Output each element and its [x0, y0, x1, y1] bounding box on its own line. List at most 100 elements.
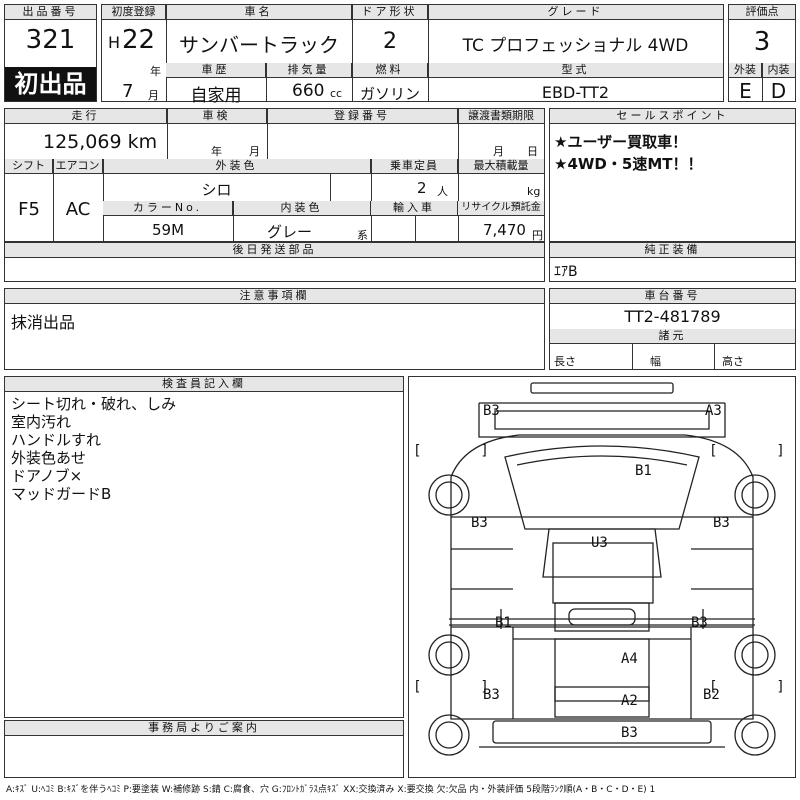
grade-label: グレード — [428, 5, 723, 20]
transfer-day-unit: 日 — [527, 145, 538, 158]
later-parts-label: 後日発送部品 — [5, 243, 544, 258]
sales-point-label: セールスポイント — [550, 109, 795, 124]
damage-tailgate: A2 — [621, 693, 638, 709]
spec-label: 諸元 — [550, 329, 795, 344]
reg-year-unit: 年 — [150, 65, 161, 78]
ext-grade: E — [739, 79, 752, 103]
notes-label: 注意事項欄 — [5, 289, 544, 304]
inspection-label: 車検 — [167, 109, 267, 124]
capacity-label: 乗車定員 — [371, 159, 458, 174]
bracket-left-top: [ ] — [413, 443, 489, 459]
office-label: 事務局よりご案内 — [5, 721, 403, 736]
color-value: シロ — [201, 181, 232, 199]
model-value: EBD-TT2 — [541, 83, 610, 102]
interior-color-label: 内装色 — [233, 201, 371, 216]
transfer-label: 譲渡書類期限 — [458, 109, 544, 124]
length-label: 長さ — [554, 355, 576, 368]
bracket-right-top: [ ] — [709, 443, 785, 459]
damage-right-bed: B3 — [691, 615, 708, 631]
history-value: 自家用 — [190, 86, 242, 106]
int-label: 内装 — [762, 63, 795, 78]
chassis-label: 車台番号 — [550, 289, 795, 304]
interior-color-unit: 系 — [357, 229, 368, 242]
sales-point-1: ★ユーザー買取車！ — [554, 133, 688, 151]
import-label: 輸入車 — [371, 201, 458, 216]
door-label: ドア形状 — [352, 5, 428, 20]
detail-box: 走行 車検 登録番号 譲渡書類期限 125,069 km 年 月 月 日 シフト… — [4, 108, 545, 242]
displacement-value: 660 — [292, 81, 325, 101]
transfer-month-unit: 月 — [493, 145, 504, 158]
inspector-box: 検査員記入欄 シート切れ・破れ、しみ 室内汚れ ハンドルすれ 外装色あせ ドアノ… — [4, 376, 404, 718]
colorno-label: カラーNo. — [103, 201, 233, 216]
fuel-label: 燃料 — [352, 63, 428, 78]
lot-box: 出品番号 321 初出品 — [4, 4, 97, 102]
score-value: 3 — [753, 27, 771, 57]
damage-left-bed: B1 — [495, 615, 512, 631]
bracket-left-bottom: [ ] — [413, 679, 489, 695]
inspector-line: ハンドルすれ — [11, 431, 102, 449]
reg-era: H — [108, 33, 121, 52]
ac-value: AC — [65, 199, 91, 220]
regno-label: 登録番号 — [267, 109, 458, 124]
notes-box: 注意事項欄 抹消出品 — [4, 288, 545, 370]
lot-label: 出品番号 — [5, 5, 96, 20]
capacity-value: 2 — [417, 179, 427, 197]
inspector-label: 検査員記入欄 — [5, 377, 403, 392]
damage-windshield: B1 — [635, 463, 652, 479]
truck-outline-diagram — [428, 382, 776, 756]
damage-bed-floor: A4 — [621, 651, 638, 667]
office-box: 事務局よりご案内 — [4, 720, 404, 778]
sales-point-box: セールスポイント ★ユーザー買取車！ ★4WD・5速MT！！ — [549, 108, 796, 242]
damage-rear-left: B3 — [483, 687, 500, 703]
damage-diagram: B3 A3 [ ] [ ] B1 B3 B3 U3 B1 B3 A4 [ ] [… — [408, 376, 796, 778]
fuel-value: ガソリン — [359, 85, 420, 103]
bracket-right-bottom: [ ] — [709, 679, 785, 695]
load-unit: kg — [527, 185, 541, 198]
damage-roof: U3 — [591, 535, 608, 551]
inspection-year-unit: 年 — [211, 145, 222, 158]
door-value: 2 — [383, 29, 397, 54]
damage-rear-bumper: B3 — [621, 725, 638, 741]
disp-label: 排気量 — [266, 63, 352, 78]
height-label: 高さ — [722, 355, 744, 368]
equipment-label: 純正装備 — [550, 243, 795, 258]
reg-label: 初度登録 — [102, 5, 166, 20]
inspector-line: ドアノブ× — [11, 467, 83, 485]
recycle-value: 7,470 — [483, 221, 526, 239]
mileage-value: 125,069 km — [43, 131, 158, 153]
interior-color-value: グレー — [267, 223, 313, 241]
damage-front-left: B3 — [483, 403, 500, 419]
chassis-value: TT2-481789 — [624, 307, 721, 326]
car-name: サンバートラック — [179, 33, 339, 57]
shift-value: F5 — [18, 199, 40, 220]
name-label: 車名 — [166, 5, 352, 20]
int-grade: D — [770, 79, 787, 103]
reg-month: 7 — [122, 81, 134, 102]
sales-point-2: ★4WD・5速MT！！ — [554, 155, 703, 173]
score-box: 評価点 3 外装 内装 E D — [728, 4, 796, 103]
damage-rear-right: B2 — [703, 687, 720, 703]
spec-header-box: 初度登録 車名 ドア形状 グレード H 22 年 サンバートラック 2 TC プ… — [101, 4, 724, 106]
load-label: 最大積載量 — [458, 159, 544, 174]
lot-number: 321 — [25, 25, 76, 55]
later-parts-box: 後日発送部品 — [4, 242, 545, 282]
inspector-line: シート切れ・破れ、しみ — [11, 395, 177, 413]
colorno-value: 59M — [151, 221, 185, 239]
score-label: 評価点 — [729, 5, 795, 20]
shift-label: シフト — [5, 159, 53, 174]
mileage-label: 走行 — [5, 109, 167, 124]
ac-label: エアコン — [53, 159, 103, 174]
inspector-line: 室内汚れ — [11, 413, 72, 431]
reg-year: 22 — [122, 25, 156, 55]
ext-label: 外装 — [729, 63, 762, 78]
equipment-value: ｴｱB — [554, 264, 578, 280]
displacement-unit: cc — [330, 87, 343, 100]
chassis-box: 車台番号 TT2-481789 諸元 長さ 幅 高さ — [549, 288, 796, 370]
notes-value: 抹消出品 — [11, 313, 76, 332]
model-label: 型式 — [428, 63, 723, 78]
damage-right-front-side: B3 — [713, 515, 730, 531]
damage-left-front-side: B3 — [471, 515, 488, 531]
reg-month-unit: 月 — [148, 89, 159, 102]
color-label: 外装色 — [103, 159, 371, 174]
grade-value: TC プロフェッショナル 4WD — [462, 36, 689, 56]
